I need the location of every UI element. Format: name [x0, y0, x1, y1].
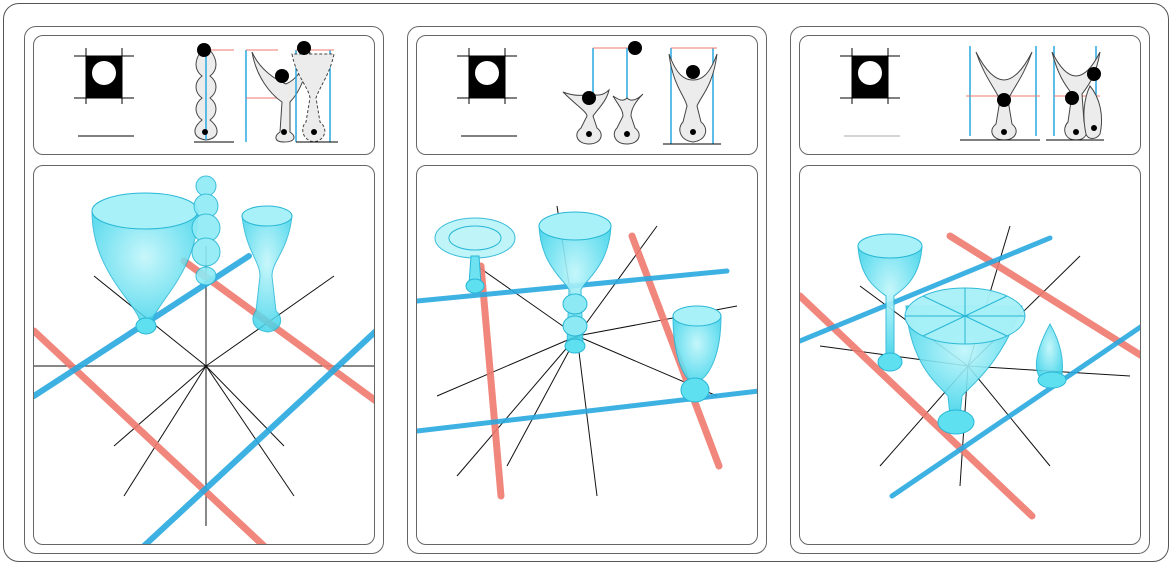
profile-editor-2[interactable] — [245, 49, 311, 143]
glass-object-2[interactable] — [538, 211, 612, 354]
blue-axis-lines — [800, 235, 1140, 499]
panel-2-controls — [416, 35, 758, 155]
preview-circle-icon[interactable] — [840, 48, 900, 104]
red-axis-lines — [800, 232, 1140, 520]
profile-editor-3[interactable] — [663, 47, 721, 145]
blue-axis-lines — [34, 253, 374, 544]
red-axis-lines — [477, 232, 723, 500]
control-knob[interactable] — [297, 41, 311, 55]
control-knob[interactable] — [628, 41, 642, 55]
glass-object-2[interactable] — [904, 287, 1026, 435]
red-axis-lines — [34, 257, 374, 544]
control-knob[interactable] — [582, 91, 596, 105]
glass-object-3[interactable] — [672, 305, 722, 403]
panel-2 — [407, 26, 767, 554]
radial-guides — [34, 246, 374, 526]
glass-object-1[interactable] — [91, 192, 199, 335]
control-knob[interactable] — [686, 65, 700, 79]
glass-object-1[interactable] — [434, 217, 516, 294]
profile-editor-2[interactable] — [1046, 46, 1104, 141]
profile-editor-2[interactable] — [612, 41, 644, 145]
control-knob[interactable] — [1087, 67, 1101, 81]
main-frame — [3, 3, 1169, 562]
preview-circle-icon[interactable] — [74, 48, 134, 104]
profile-editor-1[interactable] — [960, 46, 1040, 141]
glass-object-1[interactable] — [857, 233, 923, 372]
control-knob[interactable] — [997, 93, 1011, 107]
control-knob[interactable] — [275, 69, 289, 83]
glass-object-3[interactable] — [1036, 322, 1067, 389]
profile-editor-1[interactable] — [194, 43, 234, 143]
panel-3-viewport[interactable] — [799, 165, 1141, 545]
panel-2-viewport[interactable] — [416, 165, 758, 545]
profile-editor-3[interactable] — [291, 41, 338, 143]
glass-object-3[interactable] — [241, 205, 293, 333]
panel-1-controls — [33, 35, 375, 155]
preview-circle-icon[interactable] — [457, 48, 517, 104]
panel-1 — [24, 26, 384, 554]
control-knob[interactable] — [197, 43, 211, 57]
panel-3-controls — [799, 35, 1141, 155]
panel-3 — [790, 26, 1150, 554]
glass-object-2[interactable] — [191, 175, 221, 286]
profile-editor-1[interactable] — [562, 47, 631, 145]
control-knob[interactable] — [1065, 91, 1079, 105]
panel-1-viewport[interactable] — [33, 165, 375, 545]
